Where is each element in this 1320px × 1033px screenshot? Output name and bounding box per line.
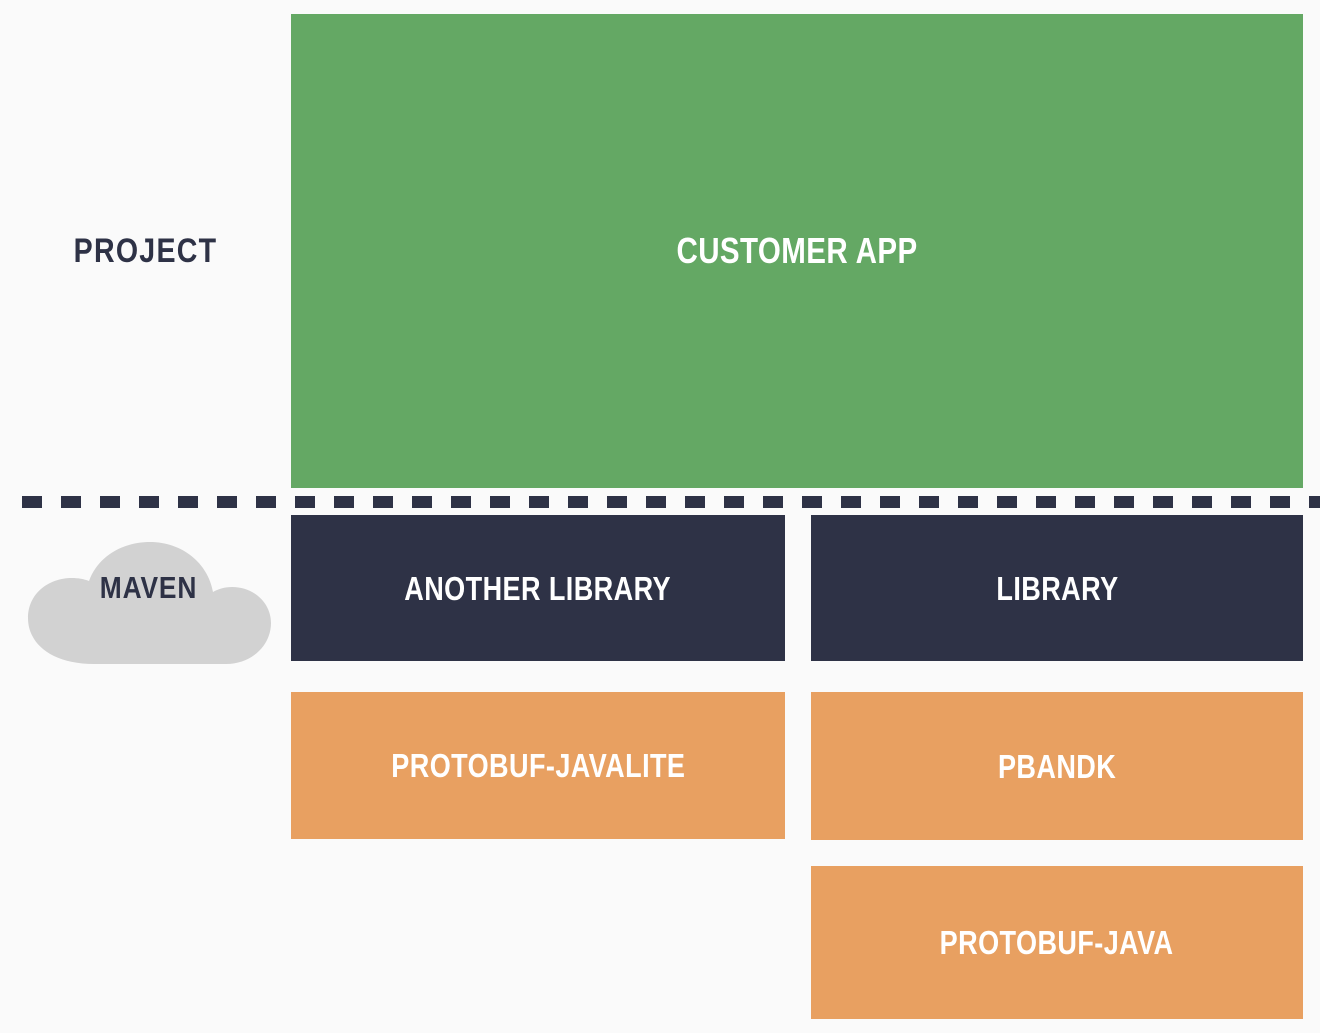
node-another-library-label: ANOTHER LIBRARY	[404, 569, 672, 607]
divider-dash	[568, 496, 588, 508]
divider-dash	[646, 496, 666, 508]
node-customer-app[interactable]: CUSTOMER APP	[291, 14, 1303, 488]
divider-dash	[217, 496, 237, 508]
node-pbandk[interactable]: PBANDK	[811, 692, 1303, 840]
divider-dash	[1036, 496, 1056, 508]
divider-dash	[334, 496, 354, 508]
divider-dash	[373, 496, 393, 508]
node-library[interactable]: LIBRARY	[811, 515, 1303, 661]
divider-dash	[529, 496, 549, 508]
divider-dash	[1231, 496, 1251, 508]
node-pbandk-label: PBANDK	[997, 747, 1117, 785]
divider-dash	[880, 496, 900, 508]
divider-dash	[256, 496, 276, 508]
divider-dash	[919, 496, 939, 508]
divider-dash	[958, 496, 978, 508]
divider-dash	[607, 496, 627, 508]
node-another-library[interactable]: ANOTHER LIBRARY	[291, 515, 785, 661]
divider-dash	[997, 496, 1017, 508]
node-protobuf-java[interactable]: PROTOBUF-JAVA	[811, 866, 1303, 1019]
node-protobuf-javalite[interactable]: PROTOBUF-JAVALITE	[291, 692, 785, 839]
divider-dash	[139, 496, 159, 508]
cloud-icon	[22, 540, 276, 666]
node-protobuf-java-label: PROTOBUF-JAVA	[940, 924, 1174, 961]
divider-dash	[802, 496, 822, 508]
divider-dash	[1192, 496, 1212, 508]
divider-dash	[763, 496, 783, 508]
divider-dash	[490, 496, 510, 508]
divider-dash	[1075, 496, 1095, 508]
divider-dash	[1114, 496, 1134, 508]
layer-label-maven: MAVEN	[99, 569, 198, 605]
divider-dash	[178, 496, 198, 508]
divider-dash	[1153, 496, 1173, 508]
divider-dash	[22, 496, 42, 508]
divider-dash	[451, 496, 471, 508]
divider-dash	[1270, 496, 1290, 508]
divider-dash	[412, 496, 432, 508]
divider-dash	[724, 496, 744, 508]
cloud-shape	[28, 542, 271, 664]
node-protobuf-javalite-label: PROTOBUF-JAVALITE	[390, 747, 686, 784]
node-customer-app-label: CUSTOMER APP	[676, 230, 918, 271]
layer-label-project: PROJECT	[73, 232, 218, 270]
divider-dash	[1309, 496, 1320, 508]
divider-dash	[685, 496, 705, 508]
divider-dash	[841, 496, 861, 508]
divider-dash	[295, 496, 315, 508]
divider-dash	[100, 496, 120, 508]
divider-dash	[61, 496, 81, 508]
node-library-label: LIBRARY	[995, 569, 1119, 607]
dashed-divider	[0, 496, 1320, 508]
